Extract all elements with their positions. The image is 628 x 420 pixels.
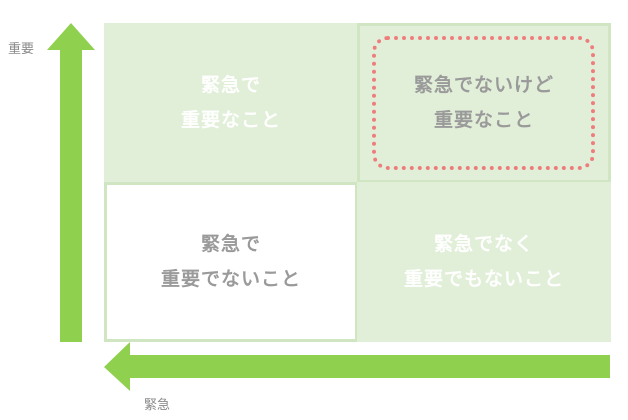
horizontal-arrow — [104, 342, 610, 391]
quadrant-line: 重要でもないこと — [403, 268, 564, 290]
quadrant-line: 緊急でなく — [433, 232, 534, 255]
x-axis-label: 緊急 — [144, 398, 171, 413]
y-axis-label: 重要 — [8, 42, 35, 57]
quadrant-line: 重要なこと — [180, 109, 281, 131]
quadrant-not-urgent-important: 緊急でないけど 重要なこと — [357, 23, 611, 183]
quadrant-line: 緊急でないけど — [413, 73, 554, 96]
quadrant-urgent-important: 緊急で 重要なこと — [104, 23, 358, 183]
quadrant-not-urgent-not-important: 緊急でなく 重要でもないこと — [357, 182, 611, 342]
vertical-arrow — [47, 23, 95, 342]
quadrant-line: 緊急で — [200, 73, 261, 96]
highlight-dotted-frame — [372, 36, 595, 170]
quadrant-line: 重要なこと — [433, 109, 534, 131]
quadrant-line: 緊急で — [200, 232, 261, 255]
quadrant-line: 重要でないこと — [160, 268, 301, 290]
quadrant-urgent-not-important: 緊急で 重要でないこと — [104, 182, 358, 342]
